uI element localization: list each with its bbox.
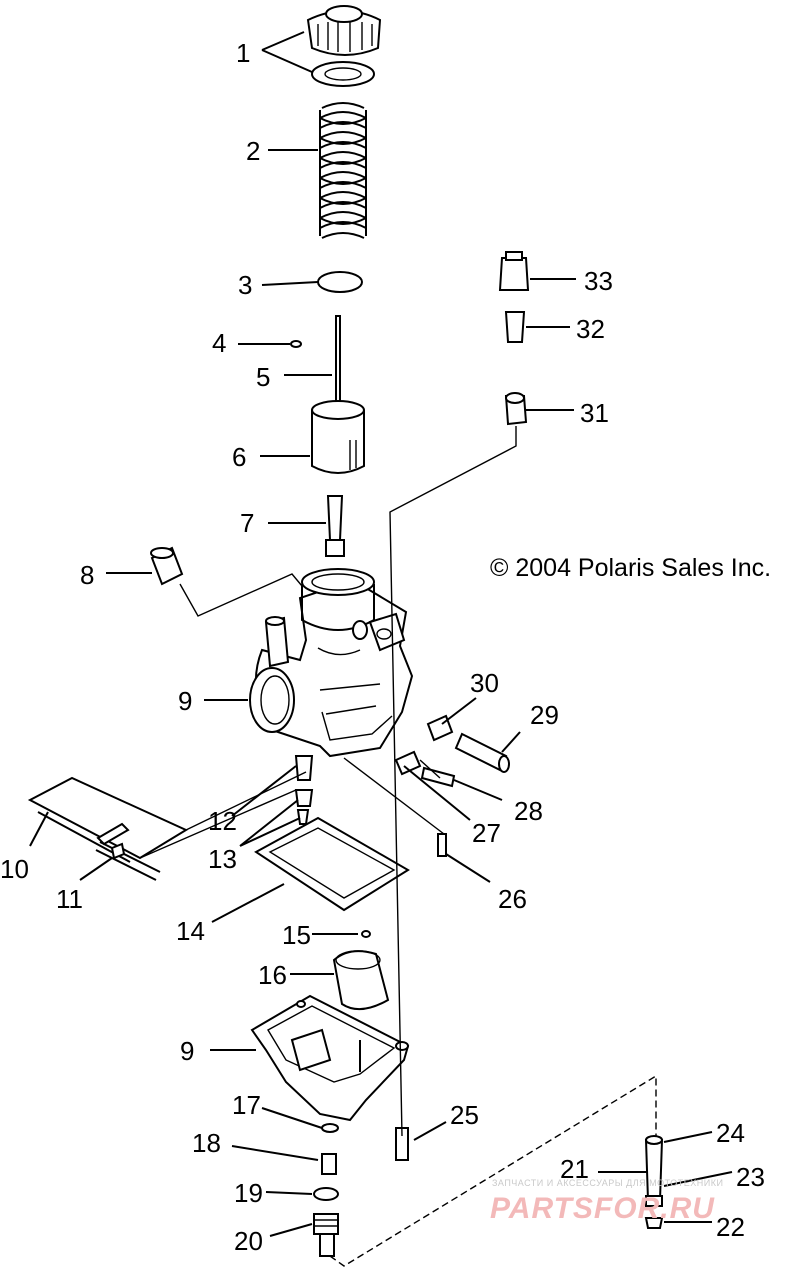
part-spring-32 (504, 311, 526, 343)
part-gasket (254, 816, 410, 912)
callout-13: 13 (208, 844, 237, 874)
callout-25: 25 (450, 1100, 479, 1130)
leader-lines (29, 31, 733, 1237)
callout-4: 4 (212, 328, 226, 358)
callout-10: 10 (0, 854, 29, 884)
callout-19: 19 (234, 1178, 263, 1208)
callout-20: 20 (234, 1226, 263, 1256)
callout-32: 32 (576, 314, 605, 344)
callout-28: 28 (514, 796, 543, 826)
callout-labels: 1 2 3 4 5 6 7 8 9 10 11 12 13 14 15 16 9… (0, 38, 765, 1256)
part-float (332, 950, 390, 1011)
part-tube (27, 776, 189, 881)
callout-2: 2 (246, 136, 260, 166)
part-clip (290, 340, 302, 348)
callout-30: 30 (470, 668, 499, 698)
part-small-screw (437, 833, 447, 857)
part-retainer-plate (317, 271, 363, 293)
callout-22: 22 (716, 1212, 745, 1242)
part-float-pin (361, 930, 371, 938)
callout-16: 16 (258, 960, 287, 990)
part-spring (319, 102, 367, 239)
part-hose-fitting (644, 1135, 664, 1229)
callout-6: 6 (232, 442, 246, 472)
part-air-screw (394, 714, 510, 788)
callout-1: 1 (236, 38, 250, 68)
connector-lines (139, 426, 657, 1267)
part-throttle-slide (311, 400, 365, 474)
part-pilot-jet (294, 755, 314, 825)
callout-9-top: 9 (178, 686, 192, 716)
part-o-ring-19 (313, 1187, 339, 1201)
part-jet-needle (335, 315, 341, 409)
callout-24: 24 (716, 1118, 745, 1148)
part-carburetor-body (249, 568, 414, 758)
callout-11: 11 (56, 884, 83, 914)
part-fitting-33 (498, 251, 530, 291)
callout-5: 5 (256, 362, 270, 392)
callout-17: 17 (232, 1090, 261, 1120)
callout-26: 26 (498, 884, 527, 914)
part-fitting-31 (504, 392, 528, 426)
watermark-tagline: ЗАПЧАСТИ И АКСЕССУАРЫ ДЛЯ МОТОТЕХНИКИ (492, 1178, 723, 1188)
callout-15: 15 (282, 920, 311, 950)
part-drain-plug (313, 1213, 339, 1257)
callout-23: 23 (736, 1162, 765, 1192)
part-float-bowl (250, 994, 410, 1122)
callout-9-bottom: 9 (180, 1036, 194, 1066)
callout-3: 3 (238, 270, 252, 300)
callout-31: 31 (580, 398, 609, 428)
watermark: ЗАПЧАСТИ И АКСЕССУАРЫ ДЛЯ МОТОТЕХНИКИ PA… (490, 1178, 723, 1225)
part-cap (306, 5, 382, 87)
callout-29: 29 (530, 700, 559, 730)
callout-18: 18 (192, 1128, 221, 1158)
callout-7: 7 (240, 508, 254, 538)
part-main-jet (321, 1153, 337, 1175)
part-rubber-cap (150, 546, 184, 586)
callout-12: 12 (208, 806, 237, 836)
part-screw (395, 1127, 409, 1161)
copyright-notice: © 2004 Polaris Sales Inc. (490, 554, 771, 582)
part-needle-jet (325, 495, 345, 557)
callout-8: 8 (80, 560, 94, 590)
callout-21: 21 (560, 1154, 589, 1184)
callout-33: 33 (584, 266, 613, 296)
callout-14: 14 (176, 916, 205, 946)
part-o-ring-17 (321, 1123, 339, 1133)
callout-27: 27 (472, 818, 501, 848)
watermark-brand: PARTSFOR.RU (490, 1192, 715, 1225)
